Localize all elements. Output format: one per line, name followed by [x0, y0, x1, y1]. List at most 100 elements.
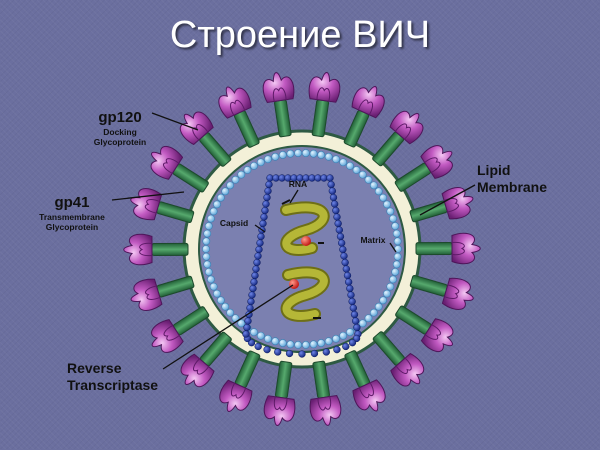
gp120-head-detail	[163, 325, 180, 341]
matrix-bead	[202, 245, 210, 253]
glycoprotein-spike	[151, 306, 210, 353]
matrix-bead	[358, 319, 367, 328]
matrix-bead	[364, 175, 373, 184]
matrix-bead	[339, 331, 348, 340]
gp120-head-detail	[317, 396, 332, 411]
capsid-bead	[248, 291, 256, 299]
gp41-stem	[311, 99, 330, 138]
matrix-bead	[226, 308, 235, 317]
rna-strand-upper-fill	[282, 203, 328, 254]
matrix-bead	[271, 152, 280, 161]
label-membrane: Membrane	[477, 179, 547, 195]
gp120-head-detail	[192, 124, 209, 141]
gp41-stem	[312, 360, 330, 399]
gp41-stem	[199, 132, 232, 167]
capsid-bead	[338, 239, 346, 247]
label-capsid: Capsid	[220, 218, 248, 228]
capsid-bead	[251, 271, 259, 280]
matrix-bead	[332, 155, 340, 164]
capsid-bead	[247, 297, 255, 306]
glycoprotein-spike	[409, 274, 474, 310]
matrix-bead	[213, 289, 221, 298]
gp120-head	[352, 379, 386, 412]
gp120-head-detail	[395, 357, 412, 374]
capsid-bead	[352, 317, 360, 325]
matrix-bead	[393, 252, 402, 261]
capsid-bead	[263, 193, 271, 202]
matrix-bead	[332, 334, 340, 343]
gp41-stem	[343, 110, 370, 148]
gp120-head-detail	[145, 285, 161, 300]
label-gp120-desc-1: Docking	[103, 127, 137, 137]
gp41-stem	[274, 360, 293, 399]
matrix-bead	[301, 341, 310, 349]
gp120-head	[218, 86, 252, 119]
matrix-bead	[391, 222, 400, 230]
reverse-transcriptase-dot	[289, 279, 299, 289]
gp120-head-detail	[272, 87, 287, 102]
capsid-bead	[246, 304, 254, 312]
matrix-bead	[203, 229, 212, 238]
capsid-bead	[252, 265, 260, 273]
matrix-bead	[226, 181, 235, 190]
gp120-head	[130, 278, 163, 311]
gp120-head-detail	[230, 382, 247, 399]
gp120-head	[441, 277, 474, 310]
glycoprotein-spike	[150, 145, 209, 193]
matrix-bead	[301, 149, 310, 157]
capsid-bead	[310, 349, 319, 358]
capsid-bead	[346, 284, 354, 293]
glycoprotein-spike	[343, 86, 385, 148]
capsid-bead	[336, 232, 345, 241]
matrix-bead	[203, 260, 212, 269]
matrix-bead	[369, 308, 378, 317]
capsid-bead	[342, 342, 350, 351]
glycoprotein-spike	[263, 360, 296, 427]
glycoprotein-spike	[394, 145, 453, 192]
matrix-bead	[346, 161, 354, 170]
capsid-bead	[333, 213, 341, 221]
capsid-bead	[250, 278, 258, 286]
matrix-bead	[264, 334, 272, 343]
glycoprotein-spikes	[123, 71, 481, 427]
matrix-bead	[389, 275, 397, 284]
capsid-bead	[261, 206, 269, 215]
label-gp41: gp41	[54, 194, 89, 211]
capsid-bead	[262, 200, 270, 208]
rna-strand-lower-fill	[282, 268, 328, 320]
matrix-bead	[286, 340, 295, 349]
capsid-bead	[350, 310, 359, 319]
capsid-bead	[249, 284, 257, 293]
matrix-bead	[207, 275, 215, 284]
leader-capsid	[254, 224, 266, 233]
gp120-head-detail	[316, 87, 331, 102]
capsid-bead	[343, 271, 352, 280]
glycoprotein-spike	[344, 350, 386, 412]
capsid-bead	[345, 278, 353, 286]
matrix-bead	[379, 296, 388, 305]
matrix-bead	[250, 161, 258, 170]
capsid-bead	[331, 200, 339, 208]
gp120-head-detail	[443, 198, 459, 213]
matrix-bead	[386, 282, 395, 291]
gp120-head-detail	[273, 396, 288, 411]
matrix-bead	[374, 302, 383, 311]
gp41-stem	[172, 163, 209, 193]
capsid-bead	[347, 291, 355, 299]
gp41-stem	[173, 306, 210, 336]
gp120-head	[219, 379, 253, 412]
matrix-bead	[324, 152, 333, 161]
gp120-head	[351, 86, 385, 119]
capsid-bead	[339, 245, 347, 254]
glycoprotein-spike	[415, 232, 481, 265]
gp120-head-detail	[444, 284, 460, 299]
gp120-head-detail	[424, 157, 441, 173]
capsid-bead	[265, 180, 273, 189]
matrix-bead	[346, 328, 354, 337]
matrix-bead	[250, 328, 258, 337]
matrix-bead	[256, 331, 265, 340]
matrix-bead	[278, 339, 287, 347]
leader-gp120	[151, 112, 199, 131]
matrix-bead	[386, 207, 395, 216]
